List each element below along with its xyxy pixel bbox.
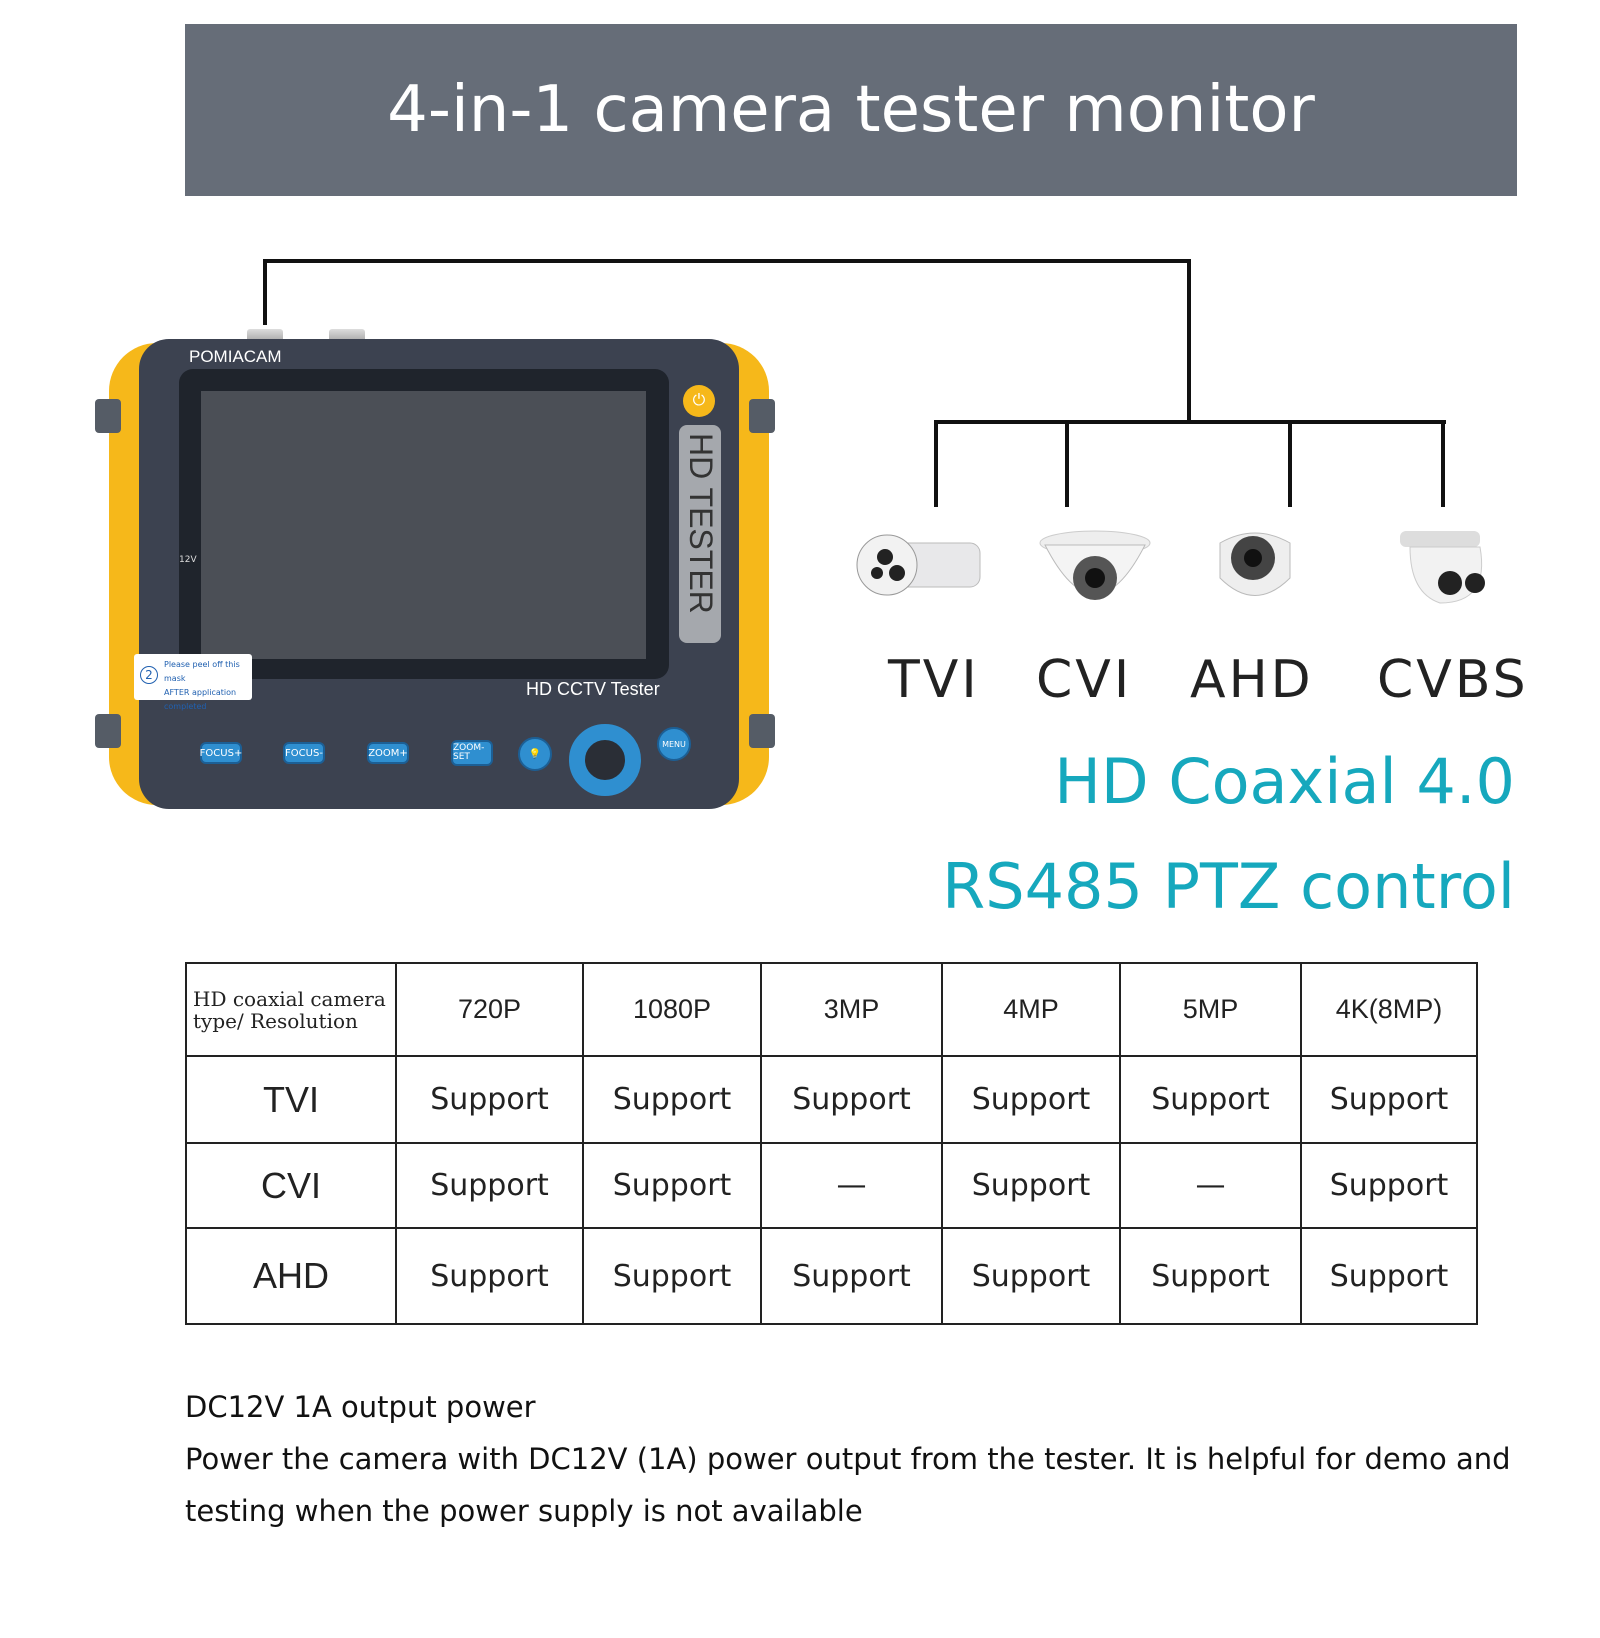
power-heading: DC12V 1A output power — [185, 1390, 536, 1424]
table-cell: Support — [582, 1227, 762, 1325]
row-header: AHD — [185, 1227, 397, 1325]
column-header: 4MP — [941, 962, 1121, 1057]
connector-line — [1441, 420, 1445, 507]
table-cell: Support — [760, 1227, 943, 1325]
table-cell: Support — [395, 1227, 584, 1325]
table-header-row: HD coaxial camera type/ Resolution 720P … — [185, 962, 1478, 1057]
table-cell: Support — [582, 1142, 762, 1229]
table-cell: Support — [941, 1142, 1121, 1229]
table-corner-header: HD coaxial camera type/ Resolution — [185, 962, 397, 1057]
camera-label-cvi: CVI — [1036, 650, 1133, 710]
connector-line — [934, 420, 1446, 424]
camera-label-ahd: AHD — [1190, 650, 1314, 710]
connector-line — [263, 259, 1191, 263]
screen — [201, 391, 646, 659]
row-header: CVI — [185, 1142, 397, 1229]
indicator-12v: 12V — [179, 555, 197, 565]
dome-camera-icon — [1039, 530, 1151, 600]
screen-label: HD CCTV Tester — [526, 679, 660, 699]
menu-button: MENU — [657, 727, 691, 761]
tester-device-image: POMIACAM HD CCTV Tester 12V 2 Please pee… — [89, 329, 789, 816]
connector-line — [1187, 259, 1191, 423]
table-cell: Support — [1119, 1055, 1302, 1144]
table-row: TVI Support Support Support Support Supp… — [185, 1055, 1478, 1144]
feature-rs485: RS485 PTZ control — [942, 850, 1515, 923]
column-header: 720P — [395, 962, 584, 1057]
table-cell: — — [760, 1142, 943, 1229]
side-panel: HD TESTER — [679, 425, 721, 643]
table-row: AHD Support Support Support Support Supp… — [185, 1227, 1478, 1325]
camera-label-cvbs: CVBS — [1377, 650, 1529, 710]
table-row: CVI Support Support — Support — Support — [185, 1142, 1478, 1229]
bullet-camera-icon — [856, 534, 981, 596]
power-description-line1: Power the camera with DC12V (1A) power o… — [185, 1442, 1511, 1476]
table-cell: Support — [941, 1227, 1121, 1325]
turret-camera-icon — [1400, 531, 1485, 604]
table-cell: — — [1119, 1142, 1302, 1229]
table-cell: Support — [1300, 1142, 1478, 1229]
connector-line — [263, 259, 267, 325]
feature-hd-coaxial: HD Coaxial 4.0 — [1054, 745, 1515, 818]
dpad-icon — [569, 724, 641, 796]
table-cell: Support — [395, 1142, 584, 1229]
focus-minus-button: FOCUS- — [283, 742, 325, 764]
dome-camera-icon — [1219, 532, 1291, 596]
table-cell: Support — [582, 1055, 762, 1144]
column-header: 4K(8MP) — [1300, 962, 1478, 1057]
light-bulb-icon: 💡 — [518, 737, 552, 771]
column-header: 5MP — [1119, 962, 1302, 1057]
camera-label-tvi: TVI — [888, 650, 980, 710]
column-header: 3MP — [760, 962, 943, 1057]
table-cell: Support — [1119, 1227, 1302, 1325]
connector-line — [934, 420, 938, 507]
zoom-minus-set-button: ZOOM-SET — [451, 740, 493, 766]
connector-line — [1288, 420, 1292, 507]
brand-label: POMIACAM — [189, 347, 282, 366]
banner-title: 4-in-1 camera tester monitor — [387, 73, 1315, 147]
focus-plus-button: FOCUS+ — [200, 742, 242, 764]
table-cell: Support — [1300, 1227, 1478, 1325]
connector-line — [1065, 420, 1069, 507]
table-cell: Support — [760, 1055, 943, 1144]
table-cell: Support — [1300, 1055, 1478, 1144]
column-header: 1080P — [582, 962, 762, 1057]
table-cell: Support — [395, 1055, 584, 1144]
compatibility-table: HD coaxial camera type/ Resolution 720P … — [185, 962, 1478, 1325]
power-description-line2: testing when the power supply is not ava… — [185, 1494, 863, 1528]
title-banner: 4-in-1 camera tester monitor — [185, 24, 1517, 196]
table-cell: Support — [941, 1055, 1121, 1144]
zoom-plus-button: ZOOM+ — [367, 742, 409, 764]
row-header: TVI — [185, 1055, 397, 1144]
power-button: ⏻ — [683, 385, 715, 417]
